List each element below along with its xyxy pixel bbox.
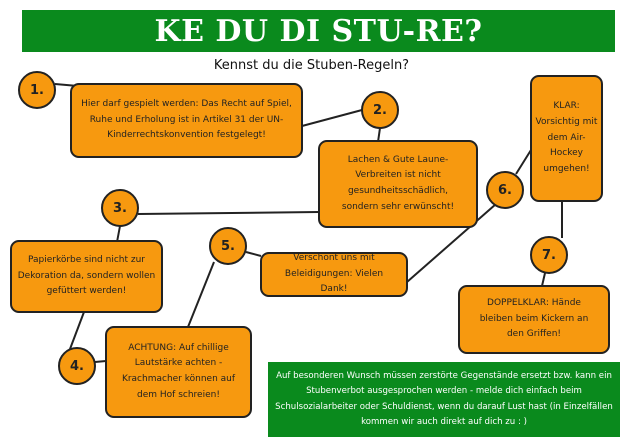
connector-5-6 xyxy=(406,203,497,283)
rule-7-number: 7. xyxy=(530,236,568,274)
rule-1-number: 1. xyxy=(18,71,56,109)
rule-6-text: KLAR: Vorsichtig mit dem Air-Hockey umge… xyxy=(535,101,598,175)
rule-4-box: ACHTUNG: Auf chillige Lautstärke achten … xyxy=(105,326,252,418)
page-title: KE DU DI STU-RE? xyxy=(154,13,483,49)
connector-5 xyxy=(245,251,262,257)
rule-7-box: DOPPELKLAR: Hände bleiben beim Kickern a… xyxy=(458,285,610,354)
rule-5-text: Verschont uns mit Beleidigungen: Vielen … xyxy=(284,252,384,295)
connector-4-5 xyxy=(187,261,215,328)
connector-1-2 xyxy=(301,109,363,127)
rule-3-box: Papierkörbe sind nicht zur Dekoration da… xyxy=(10,240,163,313)
info-note: Auf besonderen Wunsch müssen zerstörte G… xyxy=(268,362,620,437)
rule-1-box: Hier darf gespielt werden: Das Recht auf… xyxy=(70,83,303,158)
rule-2-box: Lachen & Gute Laune-Verbreiten ist nicht… xyxy=(318,140,478,228)
rule-3-text: Papierkörbe sind nicht zur Dekoration da… xyxy=(17,254,156,297)
rule-2-number: 2. xyxy=(361,91,399,129)
connector-7 xyxy=(541,272,546,287)
connector-2 xyxy=(377,127,381,143)
connector-6 xyxy=(515,149,532,175)
subtitle: Kennst du die Stuben-Regeln? xyxy=(213,58,410,73)
connector-3-4 xyxy=(69,311,85,350)
rule-5-number: 5. xyxy=(209,227,247,265)
rule-4-number: 4. xyxy=(58,347,96,385)
rule-6-box: KLAR: Vorsichtig mit dem Air-Hockey umge… xyxy=(530,75,603,202)
rule-7-text: DOPPELKLAR: Hände bleiben beim Kickern a… xyxy=(479,297,589,340)
rule-1-text: Hier darf gespielt werden: Das Recht auf… xyxy=(81,98,292,141)
rule-5-box: Verschont uns mit Beleidigungen: Vielen … xyxy=(260,252,408,297)
rule-2-text: Lachen & Gute Laune-Verbreiten ist nicht… xyxy=(341,154,455,212)
connector-3 xyxy=(116,225,121,243)
title-banner: KE DU DI STU-RE? xyxy=(22,10,615,52)
connector-4 xyxy=(94,360,107,363)
rule-3-number: 3. xyxy=(101,189,139,227)
connector-2-3 xyxy=(137,211,320,215)
info-note-text: Auf besonderen Wunsch müssen zerstörte G… xyxy=(275,371,613,427)
rule-6-number: 6. xyxy=(486,171,524,209)
rule-4-text: ACHTUNG: Auf chillige Lautstärke achten … xyxy=(121,342,236,400)
